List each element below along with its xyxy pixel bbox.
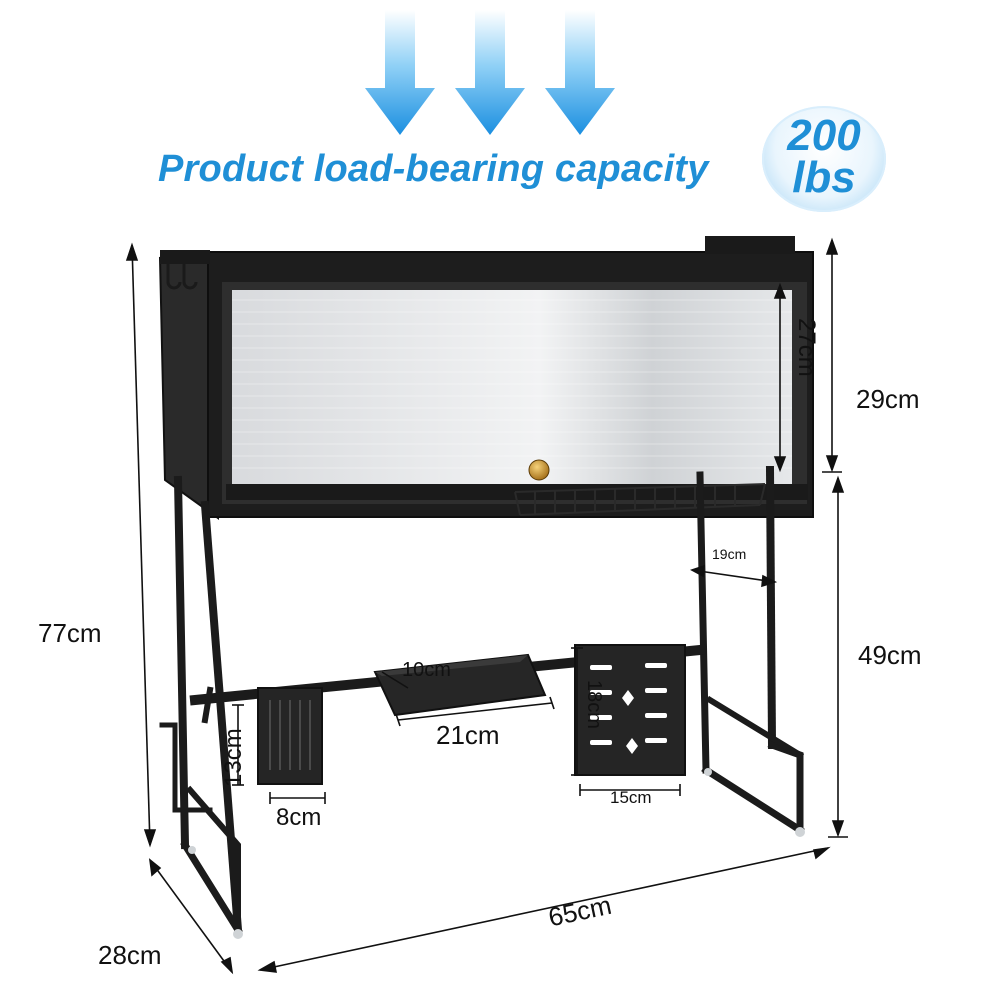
down-arrow-icon	[545, 10, 615, 135]
depth-label: 28cm	[98, 940, 162, 970]
sponge-tray	[373, 653, 547, 717]
wire-basket	[514, 483, 766, 516]
door-height-label: 27cm	[793, 318, 820, 377]
upper-height-label: 29cm	[856, 384, 920, 414]
capacity-badge: 200 lbs	[762, 106, 886, 212]
dimension-lines	[125, 237, 848, 975]
tray-depth-label: 10cm	[402, 659, 451, 681]
shelf-depth-label: 19cm	[712, 546, 747, 562]
board-width-label: 15cm	[610, 788, 652, 807]
board-height-label: 18cm	[583, 680, 605, 729]
cutting-board-holder	[574, 644, 686, 776]
down-arrow-icon	[365, 10, 435, 135]
cabinet	[158, 236, 814, 520]
capacity-value: 200	[787, 111, 861, 160]
down-arrow-icon	[455, 10, 525, 135]
cup-height-label: 13cm	[220, 728, 247, 787]
tray-width-label: 21cm	[436, 720, 500, 750]
capacity-unit: lbs	[792, 153, 856, 202]
headline: Product load-bearing capacity	[158, 148, 709, 190]
lower-height-label: 49cm	[858, 640, 922, 670]
cup-width-label: 8cm	[276, 804, 322, 831]
overall-height-label: 77cm	[38, 618, 102, 648]
utensil-holder	[257, 687, 323, 785]
door-knob-icon	[528, 459, 550, 481]
